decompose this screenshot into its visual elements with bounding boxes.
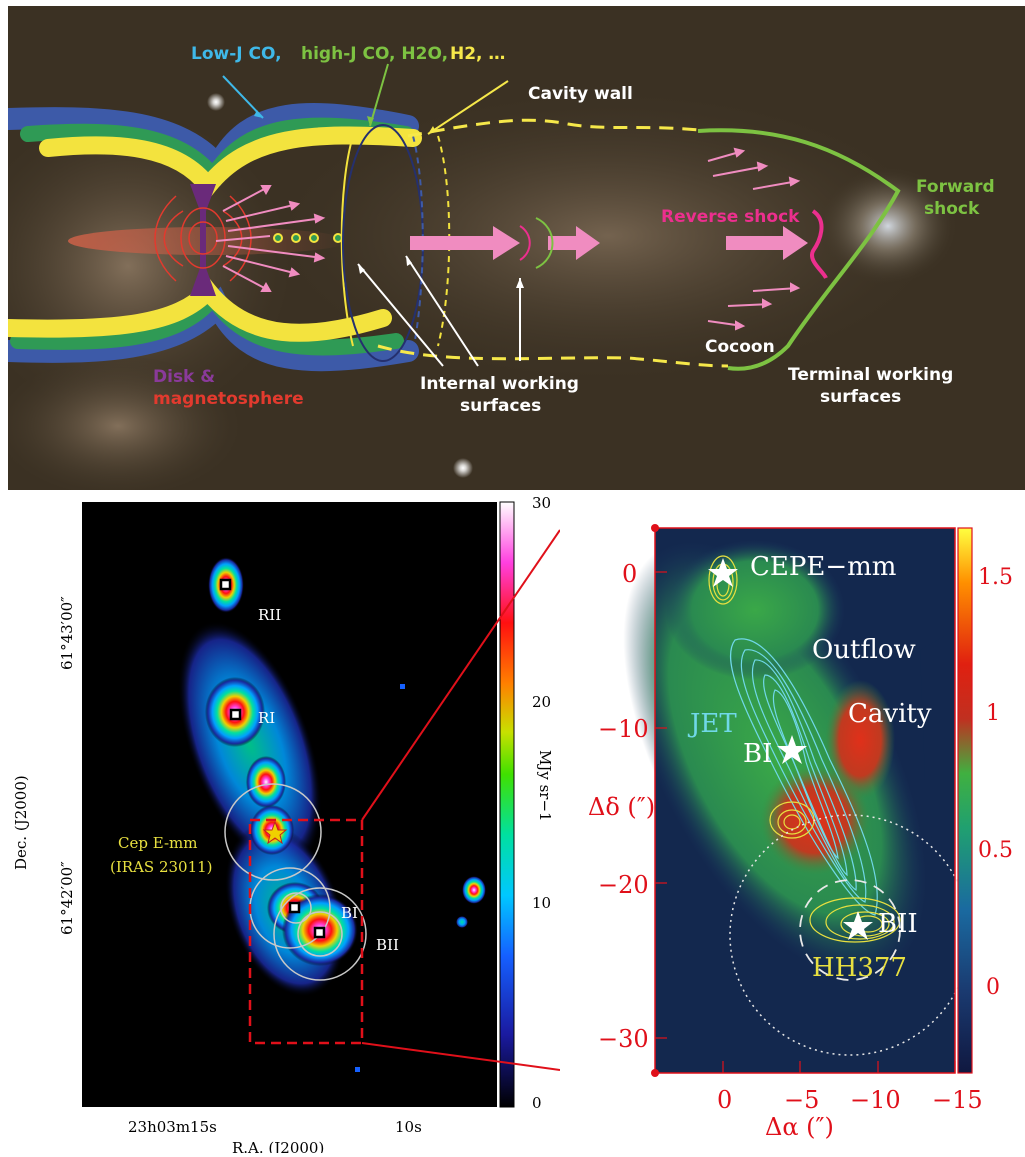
colorbar-unit: MJy sr−1 — [536, 750, 554, 822]
colorbar — [499, 501, 515, 1108]
bi-star — [777, 735, 807, 764]
annotation-arrows — [222, 63, 524, 367]
colorbar-tick-10: 10 — [532, 894, 551, 912]
zoom-cbar-tick-1: 1 — [986, 701, 1000, 726]
label-internal-2: surfaces — [460, 396, 541, 416]
cepe-mm-star — [708, 558, 738, 587]
label-low-j-co: Low-J CO, — [191, 44, 282, 64]
hh377-contours — [708, 555, 901, 943]
x-tick-5: −5 — [784, 1086, 819, 1114]
zoom-connector-bottom — [361, 1042, 561, 1071]
ra-tick-2: 10s — [395, 1118, 422, 1136]
cep-e-mm-star — [262, 820, 288, 845]
aperture-small — [799, 879, 901, 981]
emission-zoom — [623, 540, 955, 979]
field-star — [453, 458, 473, 478]
colorbar-tick-0: 0 — [532, 1094, 542, 1112]
zoom-axis-ticks — [655, 571, 956, 1073]
dec-tick-2: 61°42′00″ — [58, 861, 76, 935]
x-tick-15: −15 — [932, 1086, 983, 1114]
label-forward-shock-2: shock — [924, 199, 980, 219]
internal-shock-forward — [535, 217, 554, 269]
label-cavity-wall: Cavity wall — [528, 84, 633, 104]
label-h2: H2, … — [450, 44, 505, 64]
zoom-connector-top — [361, 529, 561, 821]
y-tick-20: −20 — [598, 871, 649, 899]
label-internal-1: Internal working — [420, 374, 579, 394]
jet-contours — [729, 638, 878, 916]
label-jet: JET — [687, 709, 737, 739]
wind-arrows — [215, 185, 326, 292]
label-bi: BI — [341, 904, 358, 922]
y-tick-0: 0 — [622, 560, 637, 588]
label-cep-e-mm: Cep E-mm — [118, 834, 197, 852]
field-star — [207, 93, 225, 111]
jet-schematic-panel: Low-J CO, high-J CO, H2O, H2, … Cavity w… — [0, 6, 1025, 496]
x-tick-10: −10 — [850, 1086, 901, 1114]
disk — [190, 184, 216, 296]
cavity-ellipse-solid — [340, 135, 354, 347]
label-disk: Disk & — [153, 367, 215, 387]
intensity-map-panel: RII RI BI BII Cep E-mm (IRAS 23011) 61°4… — [0, 490, 561, 1157]
forward-shock-bow — [697, 128, 901, 371]
source-bii-marker — [313, 926, 326, 939]
source-rii-marker — [219, 578, 232, 591]
label-outflow: Outflow — [812, 635, 916, 665]
zoom-cbar-tick-0: 0 — [986, 975, 1000, 1000]
x-axis-label: Δα (″) — [765, 1113, 834, 1141]
label-iras: (IRAS 23011) — [110, 858, 213, 876]
zoom-map-panel: CEPE−mm Outflow Cavity JET BI BII HH377 … — [560, 490, 1025, 1153]
zoom-cbar-tick-1.5: 1.5 — [978, 565, 1013, 590]
intensity-map: RII RI BI BII Cep E-mm (IRAS 23011) 61°4… — [12, 494, 561, 1157]
label-bi-zoom: BI — [743, 739, 772, 769]
label-reverse-shock: Reverse shock — [661, 207, 800, 227]
x-tick-0: 0 — [717, 1086, 732, 1114]
cavity-outline-upper — [407, 118, 709, 138]
label-terminal-1: Terminal working — [788, 365, 953, 385]
label-cepe-mm: CEPE−mm — [750, 552, 896, 582]
label-ri: RI — [258, 709, 275, 727]
reverse-shock-curve — [810, 209, 828, 279]
zoom-region-box — [248, 818, 364, 1045]
y-axis-label: Δδ (″) — [588, 793, 655, 821]
colorbar-tick-30: 30 — [532, 494, 551, 512]
cocoon-arrows — [707, 147, 801, 331]
bii-star — [843, 911, 873, 940]
label-bii-zoom: BII — [878, 909, 918, 939]
label-high-j-co: high-J CO, H2O, — [301, 44, 448, 64]
zoom-axes-frame — [654, 527, 956, 1074]
ra-axis-label: R.A. (J2000) — [232, 1139, 324, 1153]
label-rii: RII — [258, 606, 281, 624]
dec-tick-1: 61°43′00″ — [58, 596, 76, 670]
zoom-cbar-tick-0.5: 0.5 — [978, 838, 1013, 863]
y-tick-10: −10 — [598, 715, 649, 743]
label-magnetosphere: magnetosphere — [153, 389, 304, 409]
zoom-colorbar — [957, 527, 973, 1074]
label-cavity: Cavity — [848, 699, 932, 729]
jet-flow-arrows — [410, 226, 808, 260]
colorbar-tick-20: 20 — [532, 693, 551, 711]
y-tick-30: −30 — [598, 1025, 649, 1053]
internal-shock-reverse — [519, 225, 531, 261]
ra-tick-1: 23h03m15s — [128, 1118, 217, 1136]
jet-schematic: Low-J CO, high-J CO, H2O, H2, … Cavity w… — [0, 6, 1025, 496]
source-bi-marker — [288, 901, 301, 914]
jet-knots — [273, 233, 343, 243]
connector-dot-top — [651, 524, 659, 532]
label-cocoon: Cocoon — [705, 337, 775, 357]
dec-axis-label: Dec. (J2000) — [12, 775, 30, 870]
label-forward-shock-1: Forward — [916, 177, 995, 197]
left-map-ticks — [82, 619, 406, 1107]
label-terminal-2: surfaces — [820, 387, 901, 407]
source-ri-marker — [229, 708, 242, 721]
label-bii: BII — [376, 936, 399, 954]
label-hh377: HH377 — [812, 953, 907, 983]
zoom-map: CEPE−mm Outflow Cavity JET BI BII HH377 … — [588, 524, 1013, 1141]
connector-dot-bottom — [651, 1069, 659, 1077]
